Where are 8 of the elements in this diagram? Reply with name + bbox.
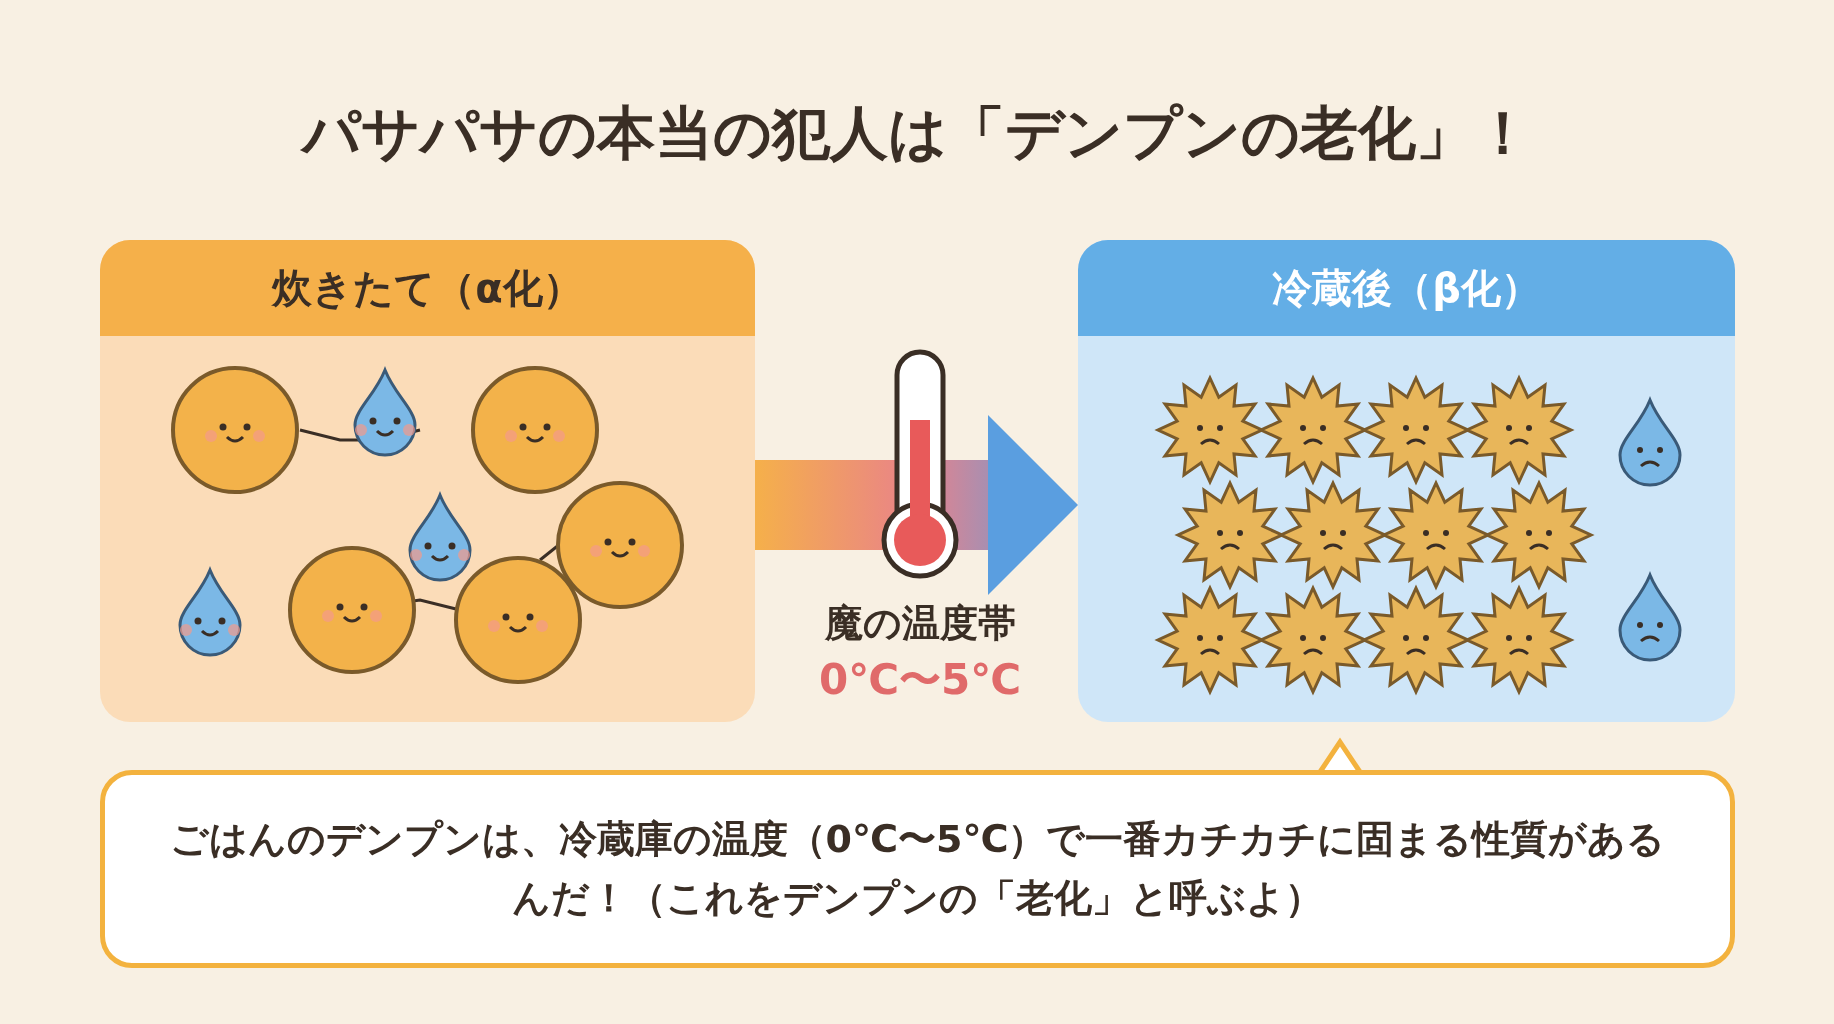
title: パサパサの本当の犯人は「デンプンの老化」！: [299, 98, 1533, 169]
explanation-text: ごはんのデンプンは、冷蔵庫の温度（0℃〜5℃）で一番カチカチに固まる性質があるんだ！（これをデンプンの「老化」と呼ぶよ）: [168, 816, 1667, 922]
gradient-arrow: [755, 415, 1078, 595]
panel-heading: 冷蔵後（β化）: [1078, 240, 1735, 336]
panel-heading: 炊きたて（α化）: [100, 240, 755, 336]
speech-bubble: [100, 770, 1735, 968]
zone-label: 魔の温度帯: [823, 600, 1017, 647]
temperature-range: 0℃〜5℃: [817, 654, 1023, 706]
